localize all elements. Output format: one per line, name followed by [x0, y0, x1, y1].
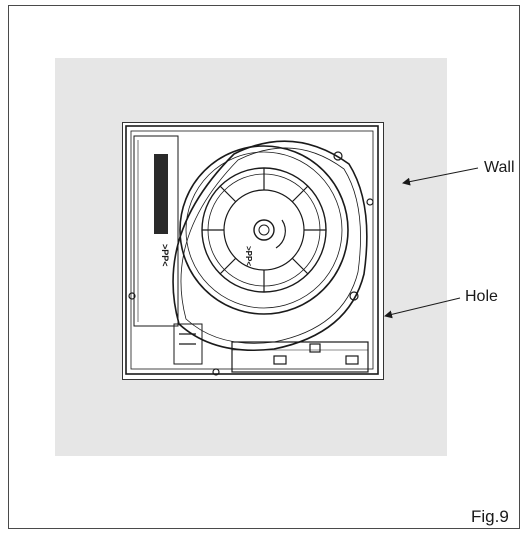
screw — [349, 291, 359, 301]
mount-bracket — [173, 323, 203, 365]
screw — [366, 198, 374, 206]
rotation-arrow — [275, 219, 286, 249]
side-marking: >PP< — [160, 244, 170, 267]
fan-unit-drawing: >PP< >PP< — [125, 125, 379, 376]
connector-box — [231, 341, 369, 373]
spec-label — [154, 154, 168, 234]
screw — [212, 368, 220, 376]
housing-inner-frame — [130, 130, 374, 370]
hole-label: Hole — [465, 288, 498, 305]
fan-housing — [125, 125, 379, 375]
center-marking: >PP< — [244, 246, 253, 266]
left-panel — [133, 135, 179, 327]
figure-number: Fig.9 — [471, 507, 509, 526]
wall-pointer-arrow — [402, 167, 479, 186]
hole-pointer-arrow — [384, 297, 461, 319]
wall-hole — [122, 122, 384, 380]
impeller-outer — [179, 145, 349, 315]
screw — [128, 292, 136, 300]
screw — [333, 151, 343, 161]
wall-label: Wall — [484, 159, 515, 176]
hub — [253, 219, 275, 241]
scroll-casing — [172, 140, 368, 352]
